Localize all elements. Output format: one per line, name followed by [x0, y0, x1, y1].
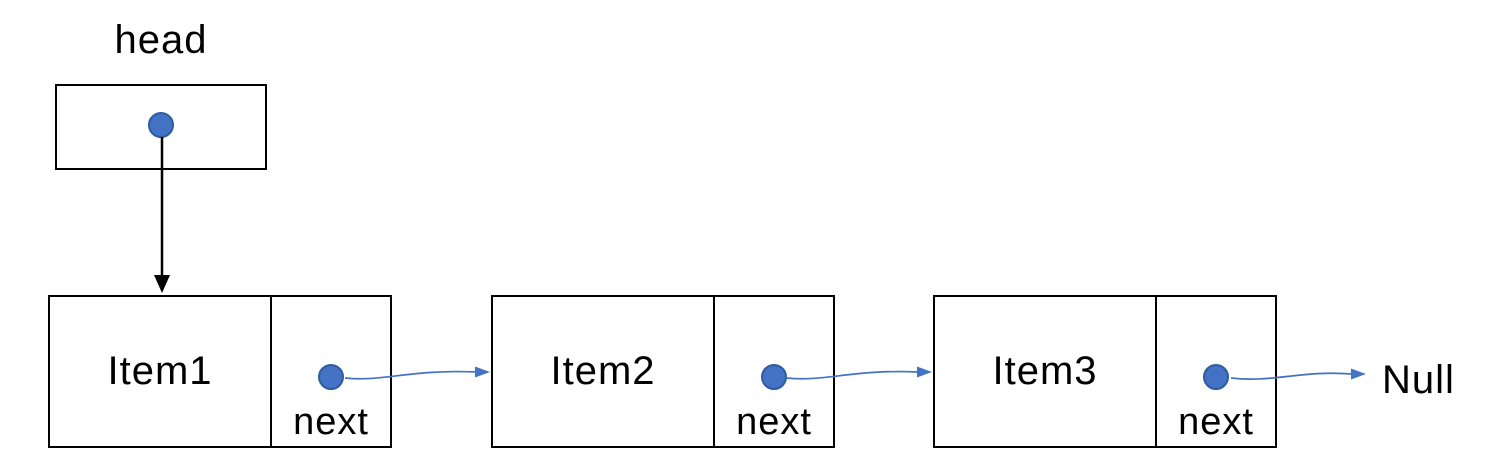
- node-next-cell: next: [1157, 297, 1275, 446]
- head-label: head: [114, 18, 208, 62]
- next-label: next: [1178, 401, 1254, 443]
- next-label: next: [293, 401, 369, 443]
- null-label: Null: [1382, 358, 1455, 402]
- next-pointer-dot: [1203, 364, 1229, 390]
- next-label: next: [736, 401, 812, 443]
- node-item1: Item1 next: [48, 295, 392, 448]
- node-value-cell: Item3: [935, 297, 1157, 446]
- node-next-cell: next: [272, 297, 390, 446]
- node-next-cell: next: [715, 297, 833, 446]
- head-pointer-box: [55, 84, 267, 170]
- node-value-cell: Item1: [50, 297, 272, 446]
- node-value-cell: Item2: [493, 297, 715, 446]
- node-item2: Item2 next: [491, 295, 835, 448]
- head-pointer-dot: [148, 112, 174, 138]
- next-pointer-dot: [318, 364, 344, 390]
- node-item3: Item3 next: [933, 295, 1277, 448]
- next-pointer-dot: [761, 364, 787, 390]
